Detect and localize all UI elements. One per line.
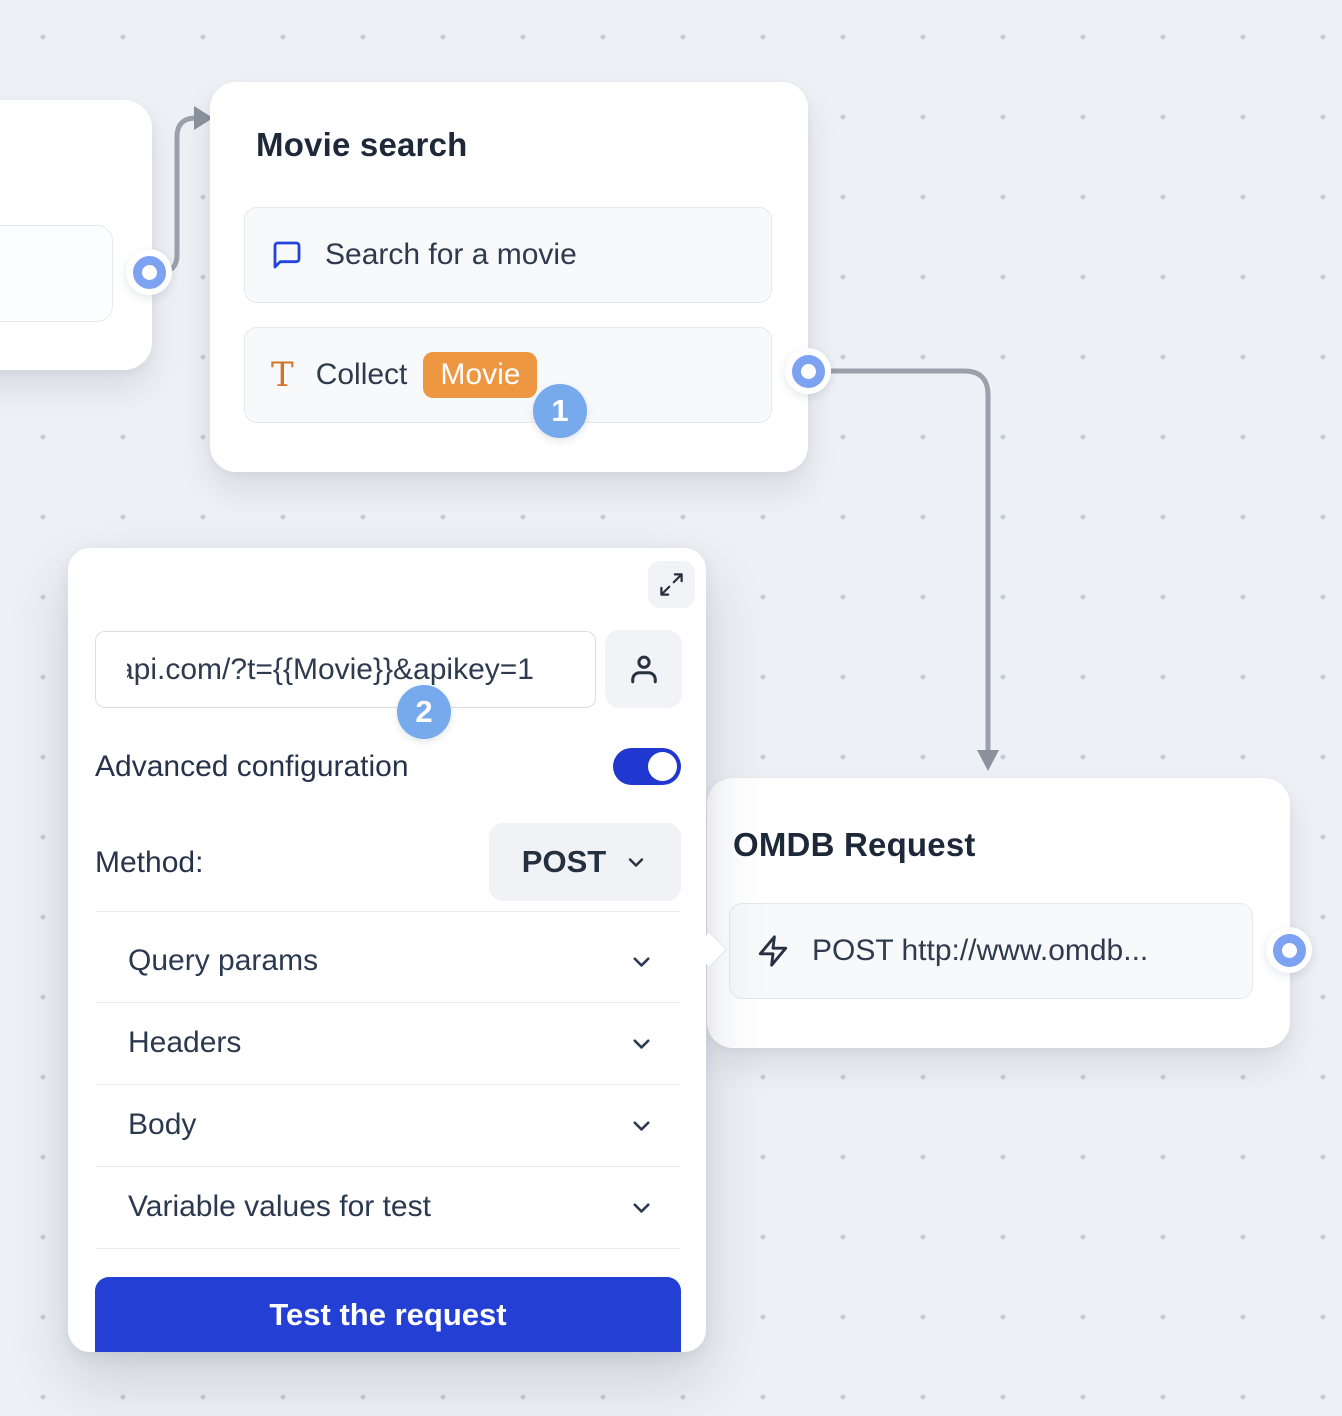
step-badge-2: 2 (397, 685, 451, 739)
connector-movie-to-omdb (809, 368, 991, 755)
section-headers[interactable]: Headers (95, 1013, 681, 1073)
section-variable-values[interactable]: Variable values for test (95, 1177, 681, 1237)
search-for-movie-label: Search for a movie (325, 238, 577, 271)
expand-icon (658, 571, 685, 598)
section-label: Query params (128, 944, 319, 977)
divider (95, 1002, 681, 1003)
url-input-value: api.com/?t={{Movie}}&apikey=1 (127, 652, 534, 686)
divider (95, 1248, 681, 1249)
advanced-configuration-toggle[interactable] (613, 748, 681, 785)
omdb-request-node-title: OMDB Request (733, 826, 976, 863)
output-port-movie-node[interactable] (785, 348, 831, 394)
webhook-config-panel: api.com/?t={{Movie}}&apikey=1 Advanced c… (68, 548, 706, 1352)
port-ring-icon (791, 354, 825, 388)
section-label: Headers (128, 1026, 242, 1059)
lightning-icon (756, 934, 790, 968)
step-badge-1: 1 (533, 384, 587, 438)
url-input[interactable]: api.com/?t={{Movie}}&apikey=1 (95, 631, 596, 708)
connector-left-to-movie (149, 115, 199, 275)
movie-search-node[interactable]: Movie search Search for a movie T Collec… (210, 82, 808, 472)
section-body[interactable]: Body (95, 1095, 681, 1155)
toggle-knob (648, 752, 677, 781)
expand-button[interactable] (648, 561, 695, 608)
omdb-post-block[interactable]: POST http://www.omdb... (729, 903, 1253, 999)
user-variable-button[interactable] (605, 630, 682, 708)
port-ring-icon (1272, 933, 1306, 967)
output-port-left-node[interactable] (126, 249, 172, 295)
chevron-down-icon (628, 948, 655, 975)
test-request-button[interactable]: Test the request (95, 1277, 681, 1352)
person-icon (626, 651, 662, 687)
collect-label: Collect (315, 358, 408, 391)
output-port-omdb-node[interactable] (1266, 927, 1312, 973)
omdb-post-label: POST http://www.omdb... (812, 934, 1149, 967)
chevron-down-icon (628, 1030, 655, 1057)
partial-left-node-block[interactable] (0, 225, 113, 322)
section-label: Body (128, 1108, 197, 1141)
search-for-movie-block[interactable]: Search for a movie (244, 207, 772, 303)
chevron-down-icon (628, 1194, 655, 1221)
chat-bubble-icon (271, 239, 303, 271)
method-label: Method: (95, 846, 204, 879)
collect-movie-block[interactable]: T Collect Movie (244, 327, 772, 423)
movie-variable-badge[interactable]: Movie (423, 352, 538, 398)
movie-search-node-title: Movie search (256, 126, 468, 163)
partial-left-node[interactable] (0, 100, 152, 370)
divider (95, 1084, 681, 1085)
section-query-params[interactable]: Query params (95, 931, 681, 991)
text-input-icon: T (271, 355, 294, 395)
port-ring-icon (132, 255, 166, 289)
section-label: Variable values for test (128, 1190, 431, 1223)
method-value: POST (521, 844, 607, 879)
divider (95, 911, 681, 912)
divider (95, 1166, 681, 1167)
advanced-configuration-label: Advanced configuration (95, 750, 409, 783)
chevron-down-icon (624, 850, 648, 874)
arrowhead-down-icon (977, 750, 999, 771)
chevron-down-icon (628, 1112, 655, 1139)
omdb-request-node[interactable]: OMDB Request POST http://www.omdb... (707, 778, 1290, 1048)
method-dropdown[interactable]: POST (489, 823, 681, 901)
arrowhead-right-icon (194, 106, 213, 130)
